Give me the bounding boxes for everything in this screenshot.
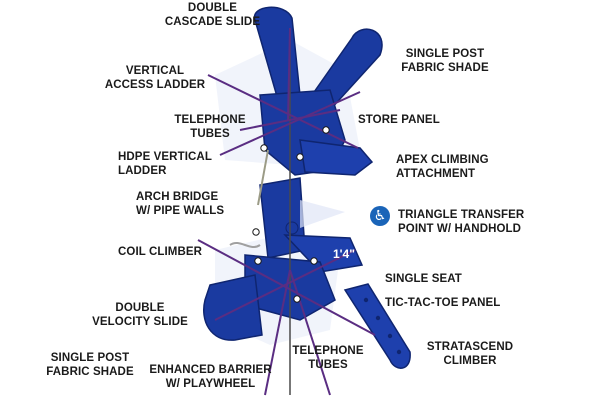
climber-holds [363, 297, 402, 355]
stratascend-climber [343, 283, 411, 369]
hdpe-ladder-rail [257, 149, 269, 206]
leader-lines [197, 27, 376, 396]
triangle-transfer-point [283, 234, 364, 273]
label-arch-bridge: ARCH BRIDGE W/ PIPE WALLS [136, 191, 225, 217]
transfer-handhold [285, 221, 299, 235]
double-velocity-slide [203, 274, 263, 341]
label-single-post-fabric-shade-top: SINGLE POST FABRIC SHADE [401, 48, 489, 74]
apex-climbing-attachment [299, 139, 374, 176]
label-single-post-fabric-shade-bottom: SINGLE POST FABRIC SHADE [46, 352, 134, 378]
label-tic-tac-toe-panel: TIC-TAC-TOE PANEL [385, 297, 501, 309]
label-telephone-tubes-top: TELEPHONE TUBES [174, 114, 246, 140]
dimension-label: 1'4" [333, 247, 355, 261]
label-double-velocity-slide: DOUBLE VELOCITY SLIDE [92, 302, 188, 328]
label-coil-climber: COIL CLIMBER [118, 246, 203, 258]
transfer-wedge [300, 200, 345, 228]
wheelchair-accessibility-icon: ♿ [370, 206, 390, 226]
label-enhanced-barrier: ENHANCED BARRIER W/ PLAYWHEEL [149, 364, 272, 390]
connector-dots [252, 126, 330, 303]
label-hdpe-vertical-ladder: HDPE VERTICAL LADDER [118, 151, 212, 177]
label-double-cascade-slide: DOUBLE CASCADE SLIDE [164, 2, 261, 28]
label-telephone-tubes-bottom: TELEPHONE TUBES [292, 345, 364, 371]
label-store-panel: STORE PANEL [358, 114, 440, 126]
label-stratascend-climber: STRATASCEND CLIMBER [426, 341, 514, 367]
label-vertical-access-ladder: VERTICAL ACCESS LADDER [104, 65, 206, 91]
label-single-seat: SINGLE SEAT [385, 273, 462, 285]
label-apex-climbing-attachment: APEX CLIMBING ATTACHMENT [396, 154, 489, 180]
label-triangle-transfer-point: TRIANGLE TRANSFER POINT W/ HANDHOLD [398, 209, 525, 235]
coil-climber [229, 242, 261, 248]
